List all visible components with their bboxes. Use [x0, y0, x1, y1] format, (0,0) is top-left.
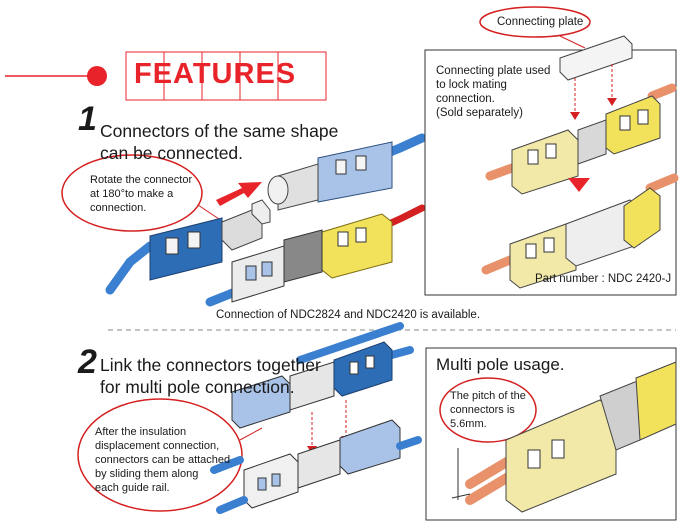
plate-connector-upper	[485, 83, 677, 195]
section2-bubble-line1: After the insulation	[95, 426, 187, 438]
plate-bubble-label: Connecting plate	[497, 16, 584, 28]
connector-white-lower-blue-wire	[205, 245, 285, 307]
plate-connector-lower	[481, 173, 679, 289]
section2-heading-line2: for multi pole connection.	[100, 377, 295, 397]
section2-number: 2	[78, 343, 97, 381]
section2-bubble-line2: displacement connection,	[95, 440, 220, 452]
section1-footnote: Connection of NDC2824 and NDC2420 is ava…	[216, 309, 481, 321]
section1-heading-line1: Connectors of the same shape	[100, 121, 339, 141]
section1-bubble-line2: at 180°to make a	[90, 188, 174, 200]
section1-bubble-outline	[61, 154, 203, 232]
plate-desc-line1: Connecting plate used	[436, 65, 551, 77]
plate-bubble-outline	[479, 6, 591, 38]
features-title: FEATURES	[134, 58, 297, 90]
connecting-plate	[559, 35, 633, 81]
connector-yellow-mid	[283, 204, 426, 283]
plate-desc-line2: to lock mating	[436, 79, 507, 91]
section1-number: 1	[78, 100, 97, 138]
plate-down-arrow	[568, 178, 590, 192]
connector-blue-upper	[267, 133, 427, 211]
multipole-bubble-line3: 5.6mm.	[450, 418, 487, 430]
multipole-connectors	[451, 361, 677, 513]
plate-desc-line4: (Sold separately)	[436, 107, 523, 119]
section1-bubble-line1: Rotate the connector	[90, 174, 193, 186]
section2-bubble-line5: each guide rail.	[95, 482, 170, 494]
plate-desc-line3: connection.	[436, 93, 495, 105]
rotate-arrow	[216, 182, 262, 206]
multipole-bubble-line1: The pitch of the	[450, 390, 526, 402]
connector-blue-lower	[105, 199, 271, 295]
section2-connectors	[210, 322, 422, 514]
multipole-bubble-line2: connectors is	[450, 404, 515, 416]
features-title-tabs	[125, 51, 327, 101]
section1-heading-line2: can be connected.	[100, 143, 244, 163]
section1-bubble-line3: connection.	[90, 202, 147, 214]
section2-bubble-line3: connectors can be attached	[95, 454, 231, 466]
multipole-title: Multi pole usage.	[436, 355, 565, 374]
section2-heading-line1: Link the connectors together	[100, 355, 321, 375]
section2-bubble-line4: by sliding them along	[95, 468, 199, 480]
features-dot	[87, 66, 107, 86]
plate-part-number: Part number : NDC 2420-J	[535, 273, 672, 285]
section2-bubble-outline	[77, 398, 243, 512]
multipole-bubble-outline	[439, 377, 537, 443]
